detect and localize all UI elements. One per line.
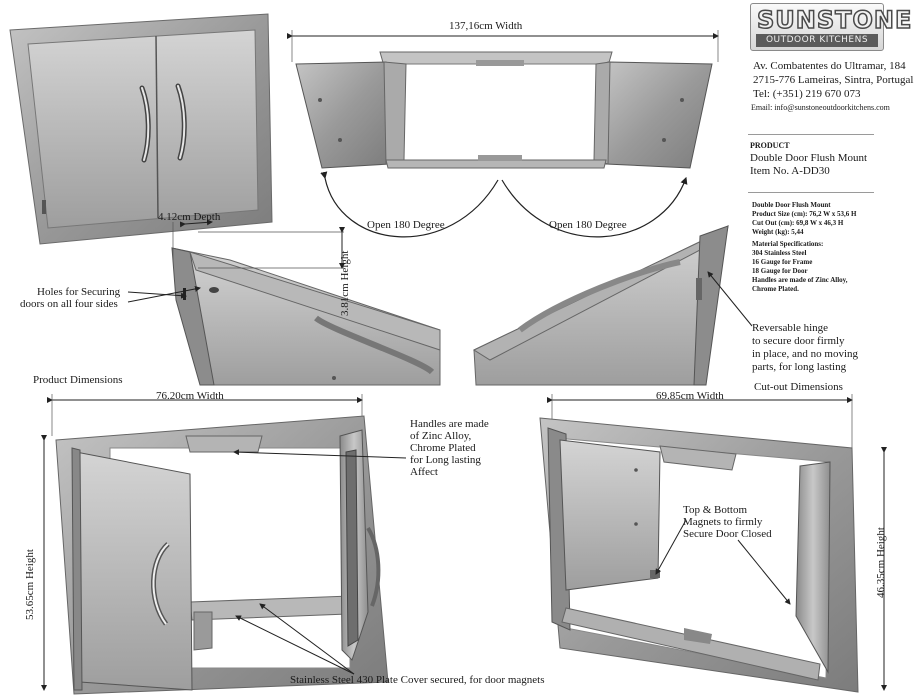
cutout-dimensions-title: Cut-out Dimensions [754,381,843,393]
address-line-1: Av. Combatentes do Ultramar, 184 [753,60,906,72]
cutout-angled-view [539,394,887,693]
handles-label-2: of Zinc Alloy, [410,430,472,442]
open-degree-left: Open 180 Degree [367,219,445,231]
logo-subtitle: OUTDOOR KITCHENS [756,34,878,47]
holes-label-1: Holes for Securing [37,286,121,298]
product-dimensions-title: Product Dimensions [33,374,123,386]
email-address: Email: info@sunstoneoutdoorkitchens.com [751,103,890,112]
hinge-label-1: Reversable hinge [752,322,829,334]
handles-label-4: for Long lasting [410,454,481,466]
spec-material-1: 304 Stainless Steel [752,249,807,257]
divider-top [748,134,874,135]
magnets-label-2: Magnets to firmly [683,516,763,528]
hinge-detail-right [472,224,753,386]
depth-label: 4.12cm Depth [158,211,221,223]
sunstone-logo: SUNSTONE OUTDOOR KITCHENS [750,3,913,51]
open-degree-right: Open 180 Degree [549,219,627,231]
hinge-label-3: in place, and no moving [752,348,859,360]
spec-cutout: Cut Out (cm): 69,8 W x 46,3 H [752,219,844,227]
cutout-width-label: 69.85cm Width [656,390,724,402]
spec-material-heading: Material Specifications: [752,240,824,248]
spec-material-5: Chrome Plated. [752,285,799,293]
product-width-label: 76.20cm Width [156,390,224,402]
spec-material-2: 16 Gauge for Frame [752,258,813,266]
top-view-open-doors [287,30,719,238]
magnets-label-3: Secure Door Closed [683,528,772,540]
product-item-number: Item No. A-DD30 [750,165,830,177]
product-heading: PRODUCT [750,141,790,150]
handles-label-1: Handles are made [410,418,489,430]
divider-bottom [748,192,874,193]
spec-material-3: 18 Gauge for Door [752,267,808,275]
handles-label-3: Chrome Plated [410,442,476,454]
address-line-2: 2715-776 Lameiras, Sintra, Portugal [753,74,914,86]
height-label: 3.81cm Height [339,250,351,316]
spec-size: Product Size (cm): 76,2 W x 53,6 H [752,210,857,218]
top-width-label: 137,16cm Width [449,20,523,32]
phone-number: Tel: (+351) 219 670 073 [753,88,861,100]
spec-title: Double Door Flush Mount [752,201,831,209]
hinge-label-2: to secure door firmly [752,335,845,347]
spec-weight: Weight (kg): 5,44 [752,228,804,236]
product-name: Double Door Flush Mount [750,152,868,164]
cutout-height-label: 46.35cm Height [875,527,887,598]
product-front-view [41,394,407,695]
closed-door-photo [9,13,273,245]
hinge-label-4: parts, for long lasting [752,361,847,373]
edge-detail-left [127,219,441,386]
handles-label-5: Affect [410,466,438,478]
spec-material-4: Handles are made of Zinc Alloy, [752,276,848,284]
product-height-label: 53.65cm Height [24,549,36,620]
holes-label-2: doors on all four sides [20,298,118,310]
magnets-label-1: Top & Bottom [683,504,748,516]
plate-cover-label: Stainless Steel 430 Plate Cover secured,… [290,674,545,686]
logo-wordmark: SUNSTONE [756,5,913,35]
